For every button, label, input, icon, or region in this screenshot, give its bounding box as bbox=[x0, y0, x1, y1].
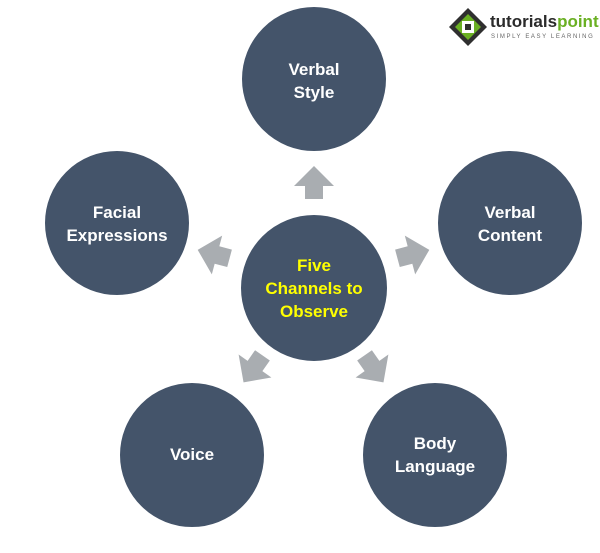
node-circle bbox=[436, 149, 584, 297]
center-circle bbox=[239, 213, 389, 363]
node-label-line-2: Content bbox=[478, 226, 543, 245]
node-voice: Voice bbox=[118, 381, 266, 529]
logo-wordmark: tutorialspoint bbox=[490, 12, 599, 31]
logo-wordmark-part1: tutorials bbox=[490, 12, 557, 31]
center-node: Five Channels to Observe bbox=[239, 213, 389, 363]
logo-wordmark-part2: point bbox=[557, 12, 599, 31]
node-circle bbox=[240, 5, 388, 153]
logo-tagline: SIMPLY EASY LEARNING bbox=[491, 34, 594, 40]
node-label-line-1: Body bbox=[414, 434, 457, 453]
node-facial-expressions: Facial Expressions bbox=[43, 149, 191, 297]
arrow-to-verbal-content bbox=[395, 235, 430, 275]
node-label-line-1: Facial bbox=[93, 203, 141, 222]
node-label-line-1: Verbal bbox=[484, 203, 535, 222]
arrows-group bbox=[197, 166, 430, 383]
node-circle bbox=[361, 381, 509, 529]
arrow-to-voice bbox=[238, 350, 272, 383]
center-label-line-2: Channels to bbox=[265, 279, 362, 298]
node-label-line-1: Voice bbox=[170, 445, 214, 464]
center-label-line-3: Observe bbox=[280, 302, 348, 321]
node-verbal-style: Verbal Style bbox=[240, 5, 388, 153]
tutorialspoint-logo: tutorialspoint SIMPLY EASY LEARNING bbox=[449, 8, 599, 46]
node-label-line-2: Language bbox=[395, 457, 475, 476]
center-label-line-1: Five bbox=[297, 256, 331, 275]
node-label-line-2: Expressions bbox=[66, 226, 167, 245]
arrow-to-verbal-style bbox=[294, 166, 334, 199]
node-label-line-1: Verbal bbox=[288, 60, 339, 79]
arrow-to-facial-expressions bbox=[197, 235, 232, 275]
arrow-to-body-language bbox=[355, 350, 389, 383]
node-body-language: Body Language bbox=[361, 381, 509, 529]
logo-icon bbox=[449, 8, 487, 46]
node-circle bbox=[43, 149, 191, 297]
node-label-line-2: Style bbox=[294, 83, 335, 102]
node-verbal-content: Verbal Content bbox=[436, 149, 584, 297]
node-circle bbox=[118, 381, 266, 529]
